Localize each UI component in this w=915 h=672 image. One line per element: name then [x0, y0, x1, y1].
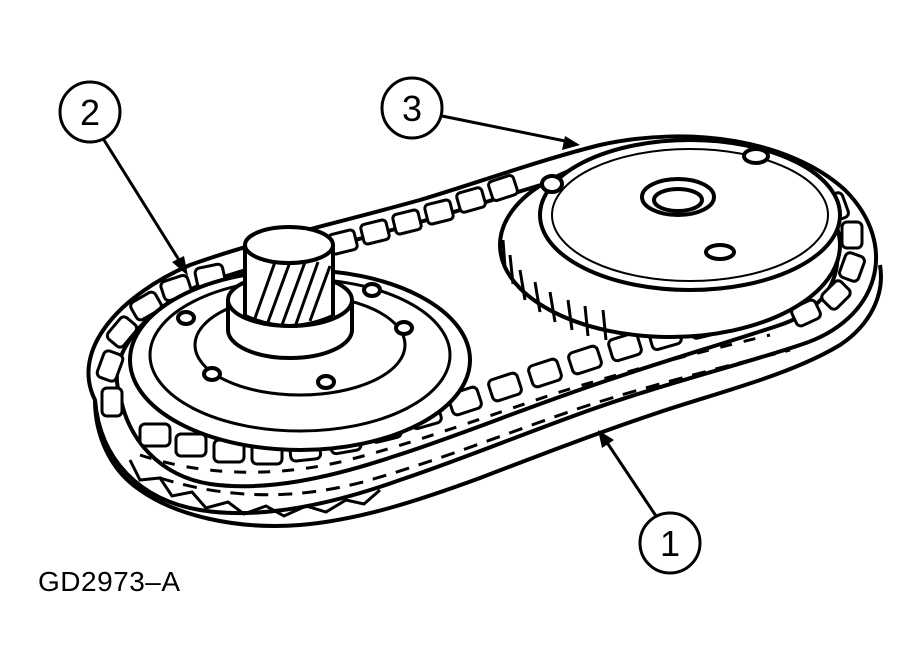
drive-sprocket-bolt — [202, 366, 222, 382]
callout-2-leader — [102, 139, 186, 269]
callout-3-label: 3 — [402, 88, 422, 129]
figure-id: GD2973–A — [38, 566, 181, 597]
chain-link — [138, 422, 172, 448]
driven-sprocket-hub-bore — [652, 187, 704, 213]
callout-1-circle — [638, 511, 702, 575]
drive-sprocket-bolt — [362, 282, 382, 298]
chain-link — [820, 279, 852, 311]
chain-link — [487, 371, 523, 403]
chain-side-dashes — [159, 348, 791, 497]
chain-link — [455, 186, 487, 214]
callout-1-arrowhead — [598, 430, 614, 448]
driven-sprocket-hole — [742, 147, 770, 165]
drive-sprocket-bolt — [394, 320, 414, 336]
chain-link — [95, 349, 125, 383]
callout-3-circle — [380, 76, 444, 140]
chain-link — [527, 357, 563, 389]
drive-shaft-splines — [253, 261, 332, 326]
chain-links-top — [327, 174, 519, 256]
chain-link — [567, 344, 603, 376]
chain-link — [100, 386, 124, 418]
drive-sprocket-teeth — [128, 459, 381, 518]
chain-link — [105, 315, 139, 349]
callout-3-arrowhead — [562, 136, 580, 150]
callout-1-leader — [602, 437, 658, 517]
chain-link — [838, 251, 866, 283]
callout-2: 2 — [58, 80, 188, 276]
callout-1: 1 — [598, 430, 702, 575]
drive-sprocket-bolt — [316, 374, 336, 390]
driven-sprocket-inner-ring — [551, 148, 829, 282]
chain-side-dashes-2 — [139, 333, 771, 474]
drive-sprocket — [128, 225, 472, 518]
chain-lower-band — [93, 264, 883, 528]
callout-1-label: 1 — [660, 523, 680, 564]
callout-2-label: 2 — [80, 92, 100, 133]
callout-2-arrowhead — [172, 256, 188, 276]
chain-link — [391, 208, 423, 236]
driven-sprocket-hole — [704, 243, 736, 261]
chain-link — [840, 220, 864, 250]
driven-sprocket-hole — [540, 174, 564, 194]
callout-2-circle — [58, 80, 122, 144]
chain-link — [423, 198, 455, 226]
driven-sprocket-teeth — [501, 239, 608, 341]
callout-3-leader — [441, 114, 571, 144]
chain-link — [174, 432, 208, 458]
callout-3: 3 — [380, 76, 580, 150]
chain-link — [607, 331, 643, 363]
drive-shaft-end — [243, 225, 335, 265]
drive-sprocket-bolt — [176, 310, 196, 326]
chain-link — [487, 174, 519, 202]
driven-sprocket — [498, 138, 842, 341]
chain-link — [359, 218, 391, 246]
